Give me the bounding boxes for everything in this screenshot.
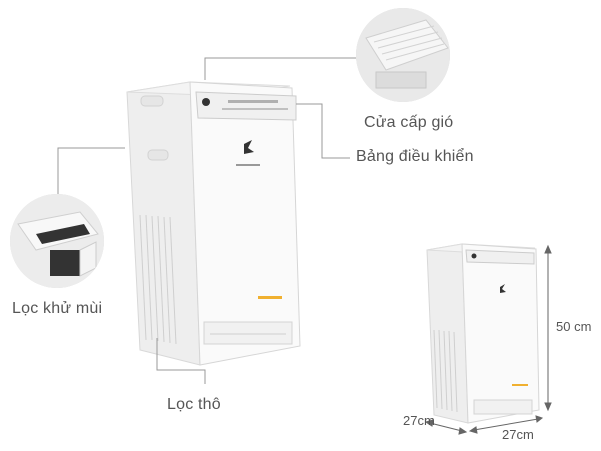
height-dimension: 50 cm: [556, 319, 592, 334]
air-purifier-dimensioned: [426, 243, 540, 424]
grille-icon: [356, 8, 450, 102]
air-vent-detail: [356, 8, 450, 102]
depth-dimension: 27cm: [403, 413, 435, 428]
air-purifier-main: [126, 81, 301, 366]
filter-tray-icon: [10, 194, 104, 288]
control-panel-label: Bảng điều khiển: [356, 148, 474, 165]
air-vent-label: Cửa cấp gió: [364, 114, 454, 131]
deodorizing-filter-label: Lọc khử mùi: [12, 300, 103, 317]
width-dimension: 27cm: [502, 427, 534, 442]
dimension-lines: [424, 244, 552, 435]
pre-filter-label: Lọc thô: [167, 396, 221, 413]
leader-lines: [57, 57, 356, 384]
deodorizing-filter-detail: [10, 194, 104, 288]
